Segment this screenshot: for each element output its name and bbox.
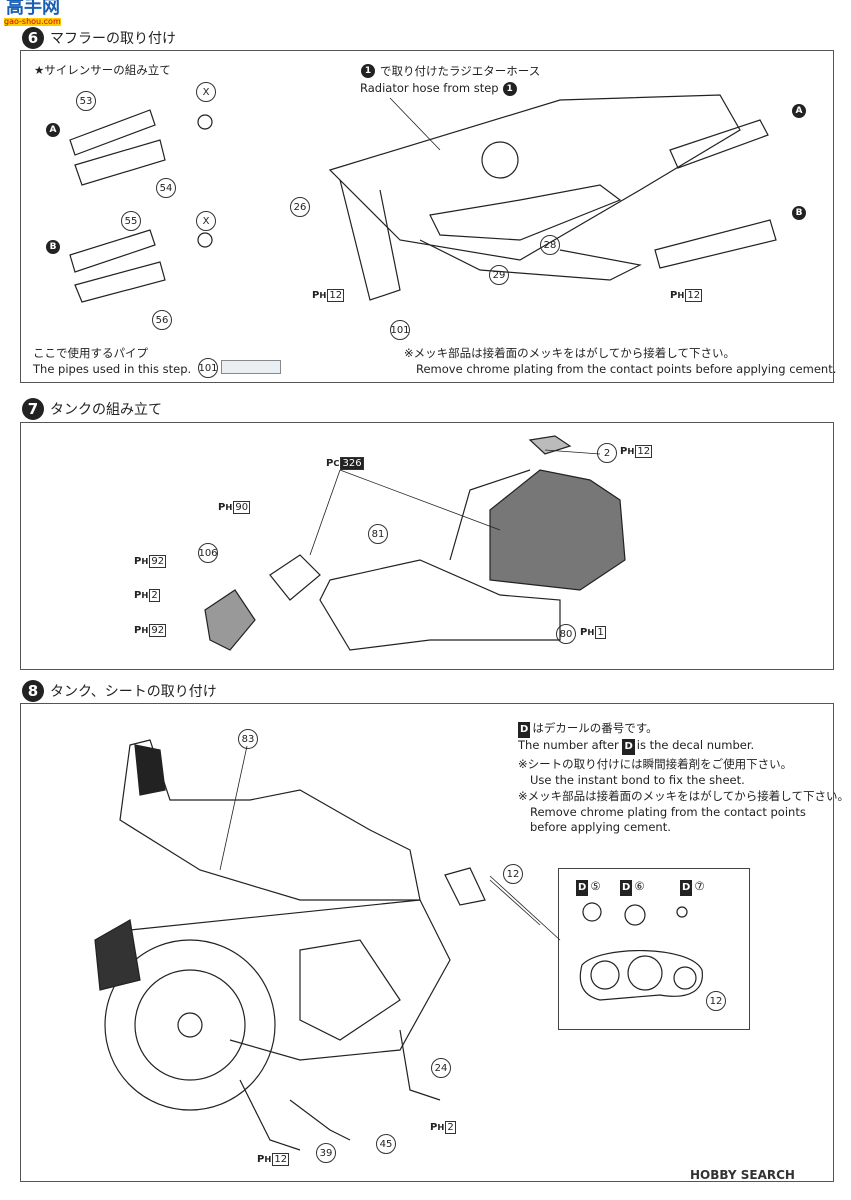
silencer-b-drawing xyxy=(69,229,213,303)
radiator-en: Radiator hose from step xyxy=(360,81,499,95)
part-12: 12 xyxy=(503,864,523,884)
part-101: 101 xyxy=(390,320,410,340)
marker-b: B xyxy=(46,240,60,254)
chrome-note-jp: ※メッキ部品は接着面のメッキをはがしてから接着して下さい。 xyxy=(518,789,849,803)
part-24: 24 xyxy=(431,1058,451,1078)
pipe-swatch xyxy=(221,360,281,374)
marker-b: B xyxy=(792,206,806,220)
hobby-search-watermark: HOBBY SEARCH xyxy=(690,1168,795,1182)
chrome-note-en-2: before applying cement. xyxy=(530,820,671,834)
chrome-note-jp: ※メッキ部品は接着面のメッキをはがしてから接着して下さい。 xyxy=(404,346,735,360)
marker-a: A xyxy=(792,104,806,118)
part-26: 26 xyxy=(290,197,310,217)
meter-decal-drawing xyxy=(579,902,703,1001)
pipes-jp: ここで使用するパイプ xyxy=(33,346,148,360)
part-81: 81 xyxy=(368,524,388,544)
tank-drawing xyxy=(204,435,626,651)
step6-panel xyxy=(20,50,834,383)
silencer-a-drawing xyxy=(69,109,213,186)
part-x: X xyxy=(196,82,216,102)
leader-lines xyxy=(219,97,601,941)
pipes-en: The pipes used in this step. xyxy=(33,362,192,376)
step-ref: 1 xyxy=(502,81,517,96)
part-106: 106 xyxy=(198,543,218,563)
part-39: 39 xyxy=(316,1143,336,1163)
part-x: X xyxy=(196,211,216,231)
step7-panel xyxy=(20,422,834,670)
chrome-note-en: Remove chrome plating from the contact p… xyxy=(416,362,837,376)
part-45: 45 xyxy=(376,1134,396,1154)
part-53: 53 xyxy=(76,91,96,111)
exhaust-assembly-drawing xyxy=(328,94,777,301)
pipe-101: 101 xyxy=(198,358,218,378)
step8-panel xyxy=(20,703,834,1182)
silencer-heading: ★サイレンサーの組み立て xyxy=(34,63,171,77)
site-logo-url: gao-shou.com xyxy=(4,17,61,26)
seat-note-en: Use the instant bond to fix the sheet. xyxy=(530,773,745,787)
part-2: 2 xyxy=(597,443,617,463)
part-55: 55 xyxy=(121,211,141,231)
chrome-note-en-1: Remove chrome plating from the contact p… xyxy=(530,805,806,819)
part-80: 80 xyxy=(556,624,576,644)
part-29: 29 xyxy=(489,265,509,285)
decal-detail-box xyxy=(558,868,750,1030)
marker-a: A xyxy=(46,123,60,137)
motorcycle-drawing xyxy=(94,739,486,1151)
step-ref: 1 xyxy=(361,64,375,78)
part-54: 54 xyxy=(156,178,176,198)
part-56: 56 xyxy=(152,310,172,330)
site-logo: 高手网 xyxy=(6,0,60,18)
part-83: 83 xyxy=(238,729,258,749)
radiator-jp: で取り付けたラジエターホース xyxy=(380,64,541,78)
part-12: 12 xyxy=(706,991,726,1011)
seat-note-jp: ※シートの取り付けには瞬間接着剤をご使用下さい。 xyxy=(518,757,793,771)
